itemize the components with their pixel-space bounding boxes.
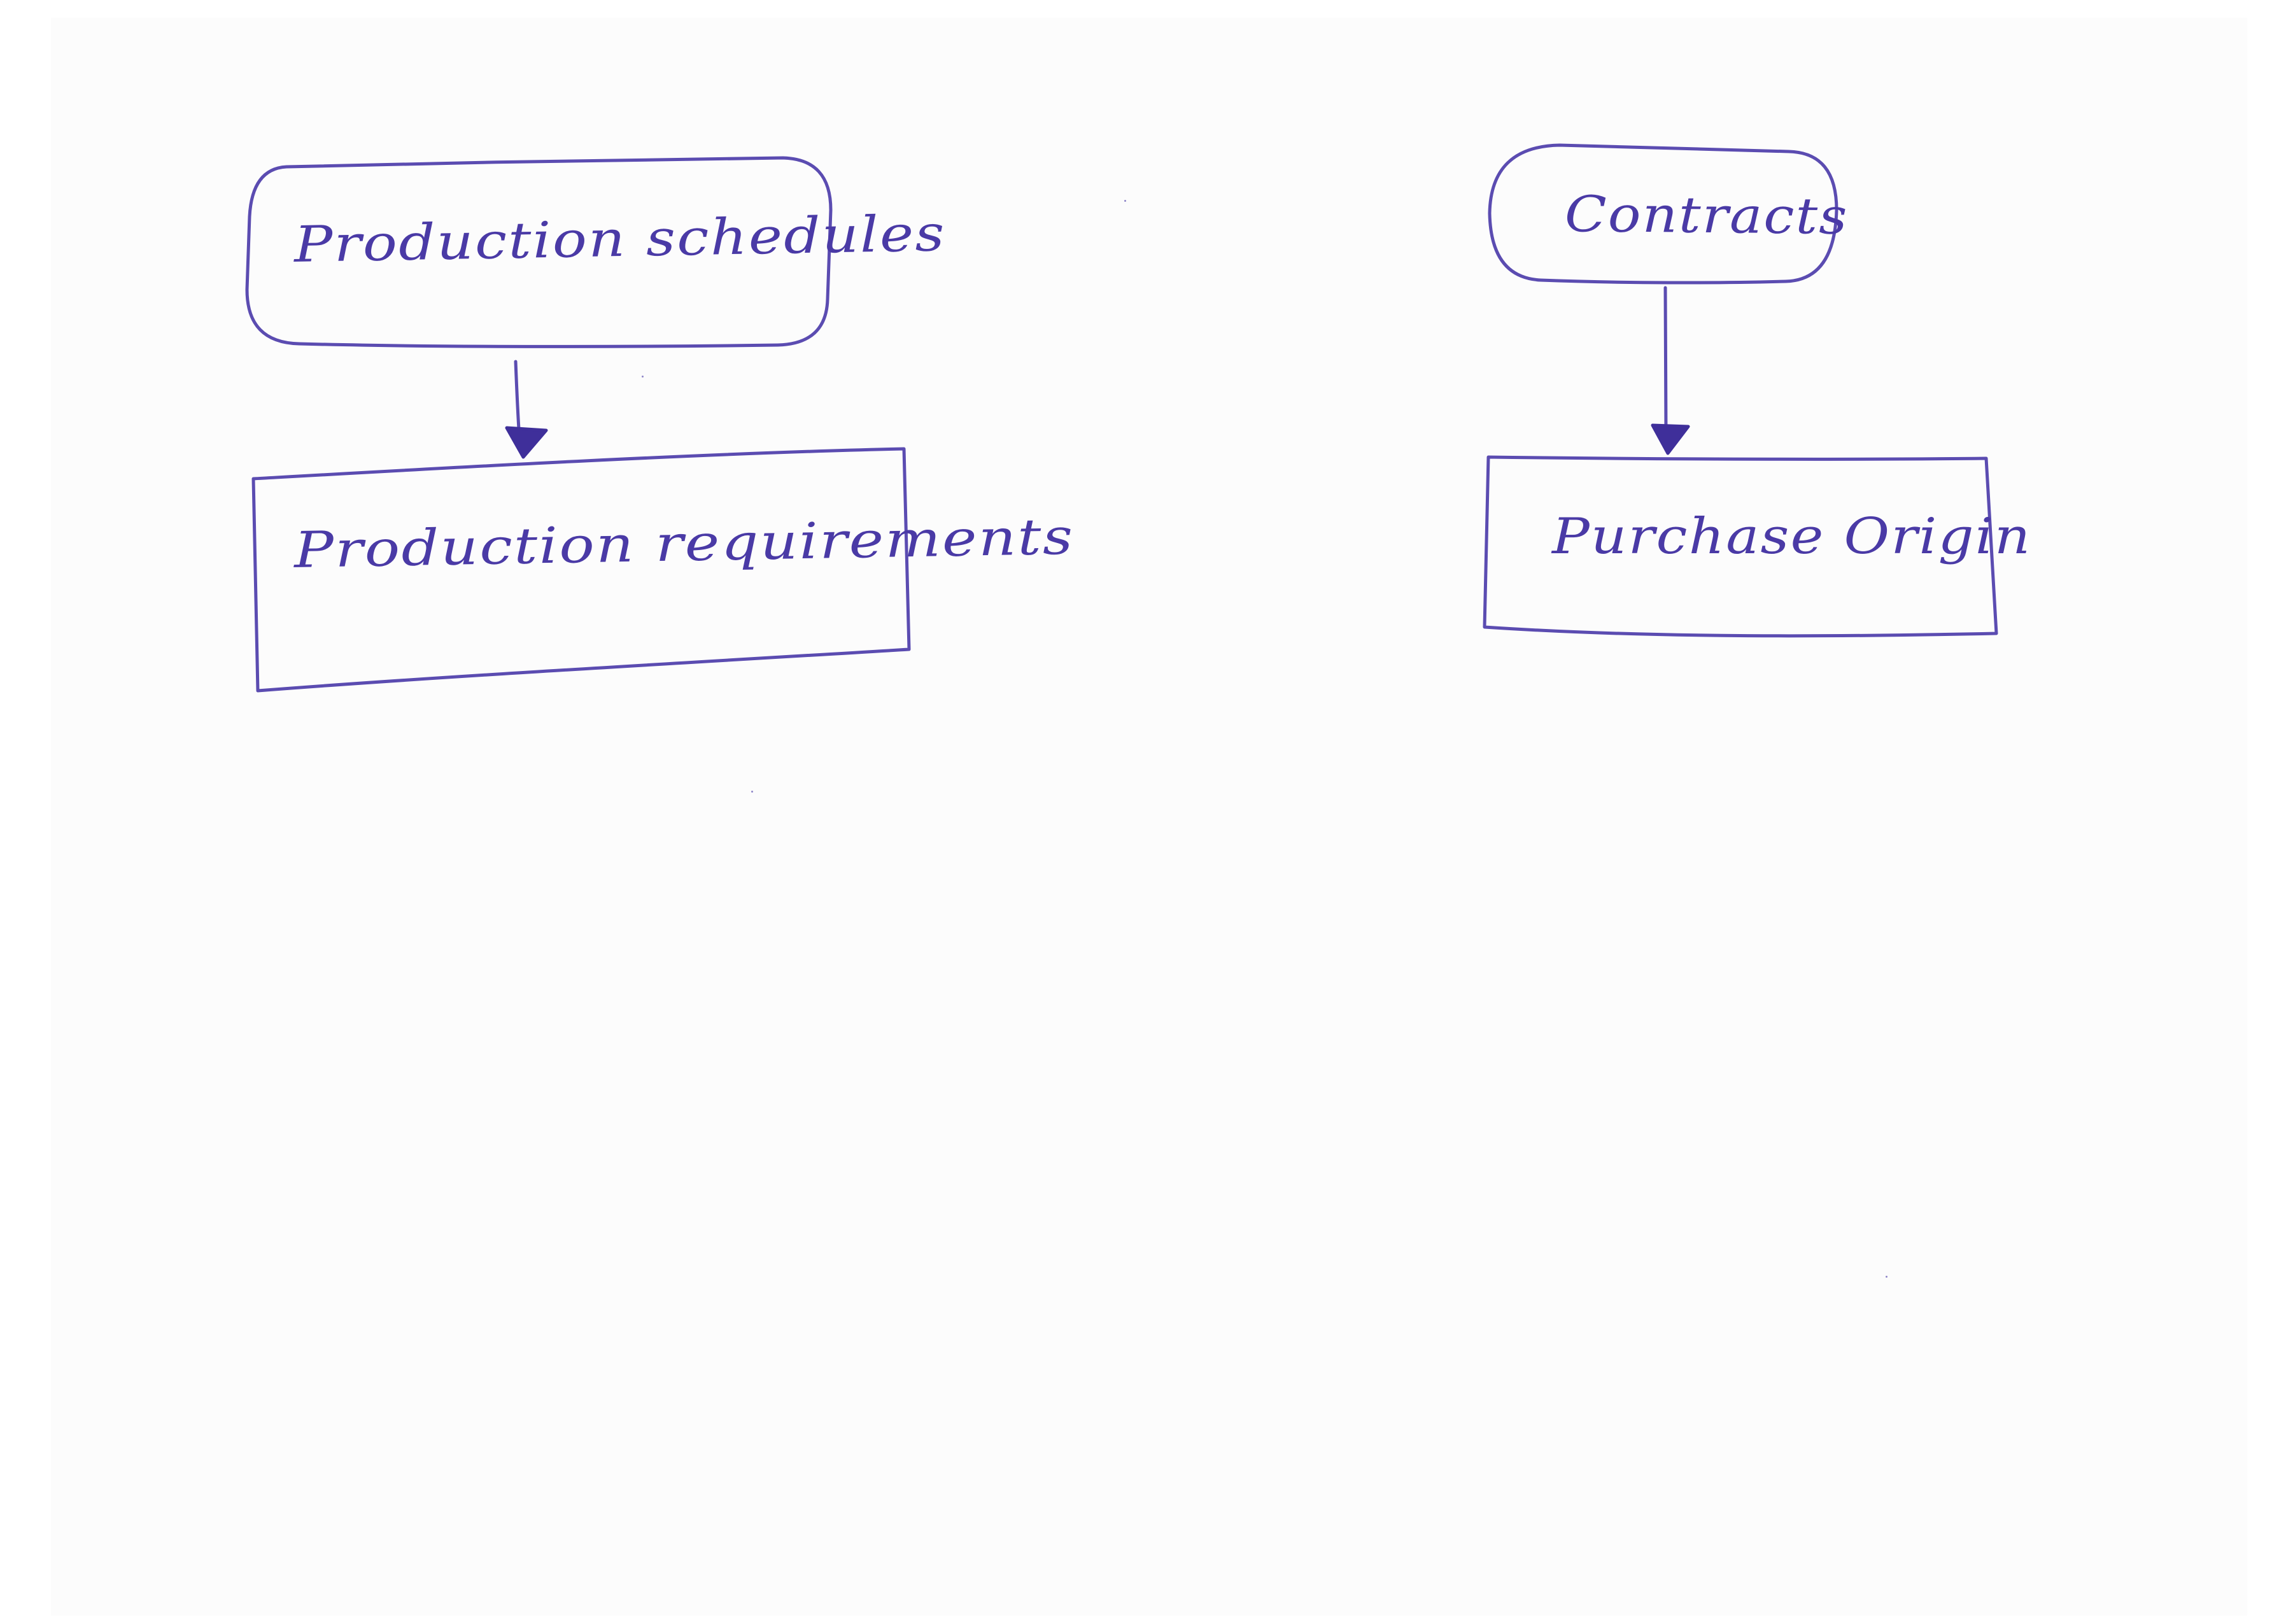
ink-speck (1124, 200, 1126, 202)
edge-schedules-to-requirements-arrowhead (505, 426, 548, 459)
ink-speck (751, 791, 753, 793)
node-production-requirements-border (251, 447, 911, 693)
paper-background (51, 18, 2247, 1616)
node-contracts-border (1488, 143, 1838, 285)
edge-contracts-to-purchase-origin-line (1663, 286, 1668, 435)
node-label-purchase-origin: Purchase Origin (1552, 508, 2032, 565)
ink-speck (1886, 1276, 1887, 1278)
ink-speck (642, 376, 644, 378)
node-purchase-origin-border (1483, 455, 1998, 638)
node-production-schedules-border (245, 156, 833, 348)
node-label-contracts: Contracts (1564, 186, 1849, 246)
node-label-production-schedules: Production schedules (293, 205, 947, 274)
edge-contracts-to-purchase-origin-arrowhead (1651, 423, 1690, 455)
